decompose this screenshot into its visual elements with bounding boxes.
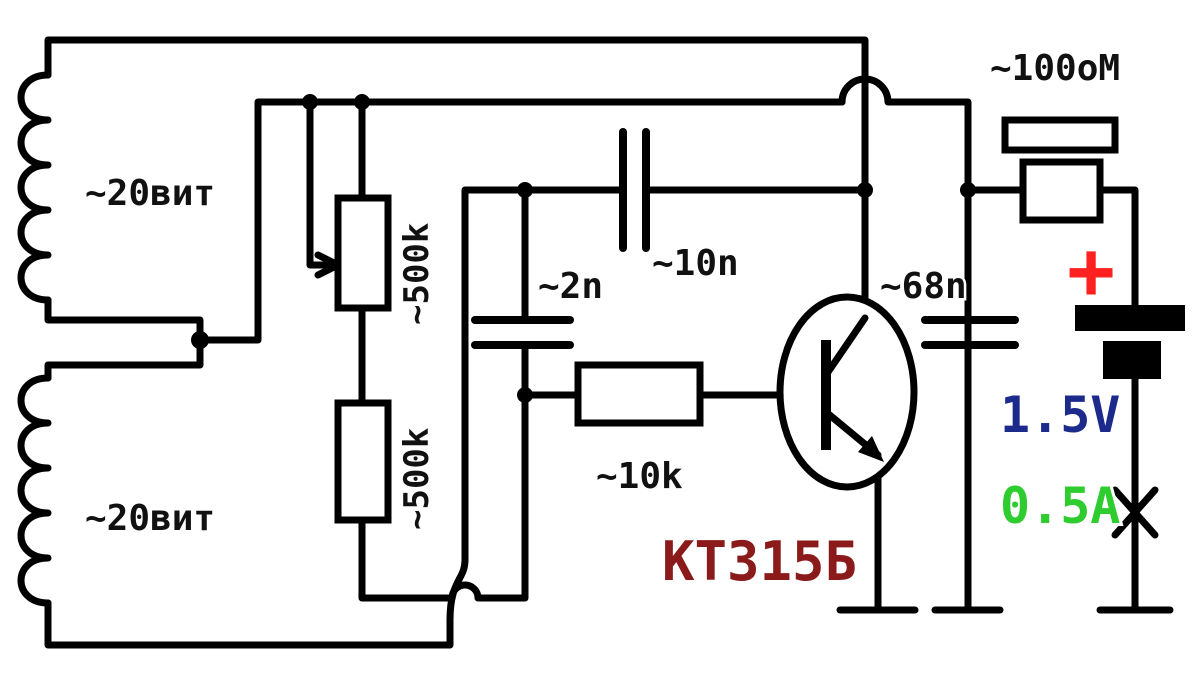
resistor-500k (334, 399, 392, 524)
label-res-100-ohm: ~100оМ (990, 48, 1120, 89)
label-res-500k: ~500k (397, 428, 437, 530)
capacitor-2n (471, 316, 574, 349)
resistor-100-ohm (1001, 116, 1119, 224)
resistor-10k (574, 361, 704, 427)
coil-bottom (17, 374, 52, 607)
label-pot-500k: ~500k (397, 223, 437, 325)
battery (1075, 305, 1185, 379)
label-res-10k: ~10k (596, 456, 683, 497)
capacitor-10n (608, 128, 654, 252)
potentiometer-500k (314, 194, 392, 312)
label-transistor: КТ315Б (662, 530, 857, 593)
label-cap-10n: ~10n (652, 243, 739, 284)
switch-cross (1111, 486, 1159, 539)
transistor-kt315b (776, 293, 918, 491)
junction-dots (191, 94, 976, 403)
coil-top (17, 71, 52, 304)
capacitor-68n (921, 316, 1019, 349)
label-coil-bottom: ~20вит (85, 498, 215, 539)
label-cap-68n: ~68n (880, 266, 967, 307)
label-current: 0.5A (1000, 477, 1120, 535)
label-voltage: 1.5V (1000, 386, 1120, 444)
label-plus-sign: + (1067, 224, 1115, 317)
label-cap-2n: ~2n (538, 266, 603, 307)
label-coil-top: ~20вит (85, 173, 215, 214)
